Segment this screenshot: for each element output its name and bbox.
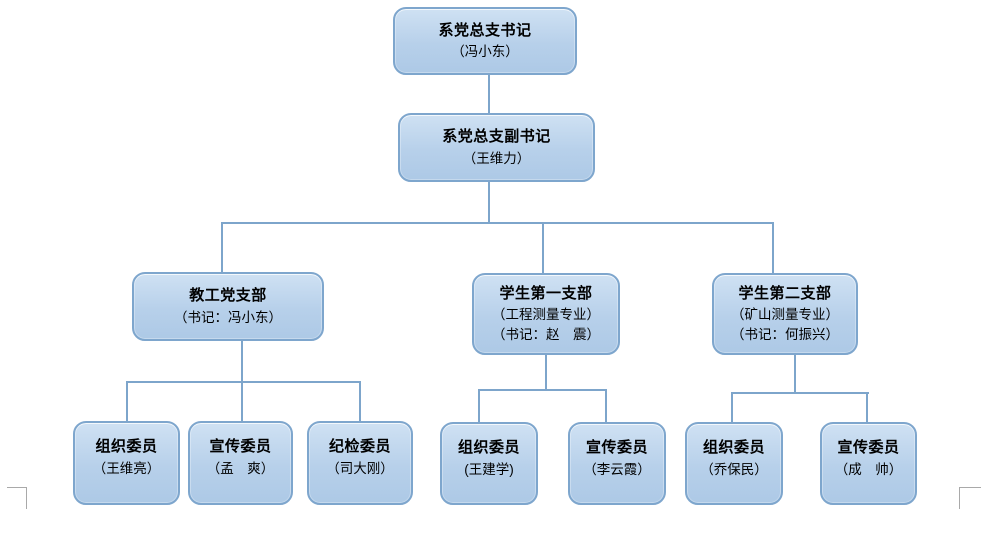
node-subtitle: （成 帅） — [834, 461, 903, 477]
page-corner-mark — [26, 487, 27, 509]
connector-horizontal — [127, 381, 361, 383]
node-subtitle: （书记：赵 震） — [492, 327, 600, 343]
connector-vertical — [866, 392, 868, 423]
org-node-faculty-party-branch[interactable]: 教工党支部 （书记：冯小东） — [132, 272, 324, 341]
org-node-publicity-committee-student1[interactable]: 宣传委员 （李云霞） — [568, 422, 666, 505]
connector-vertical — [488, 75, 490, 113]
org-node-org-committee-faculty[interactable]: 组织委员 （王维亮） — [73, 421, 180, 505]
connector-vertical — [478, 389, 480, 423]
node-title: 宣传委员 — [585, 439, 648, 456]
org-node-student-branch-2[interactable]: 学生第二支部 （矿山测量专业） （书记：何振兴） — [712, 273, 858, 355]
connector-vertical — [126, 381, 128, 422]
node-subtitle: （乔保民） — [700, 461, 768, 477]
node-subtitle: （李云霞） — [583, 461, 651, 477]
node-title: 纪检委员 — [328, 438, 391, 455]
org-node-student-branch-1[interactable]: 学生第一支部 （工程测量专业） （书记：赵 震） — [472, 273, 620, 355]
connector-vertical — [359, 381, 361, 422]
org-node-party-branch-secretary[interactable]: 系党总支书记 （冯小东） — [393, 7, 577, 75]
node-subtitle: （孟 爽） — [206, 460, 275, 476]
node-title: 学生第一支部 — [499, 284, 593, 302]
node-subtitle: （冯小东） — [451, 44, 519, 60]
connector-vertical — [488, 182, 490, 224]
connector-vertical — [731, 392, 733, 423]
node-title: 宣传委员 — [209, 438, 272, 455]
node-title: 学生第二支部 — [738, 284, 832, 302]
node-subtitle: （司大刚） — [326, 460, 394, 476]
connector-vertical — [241, 341, 243, 383]
connector-vertical — [545, 355, 547, 391]
node-subtitle: (王建学) — [464, 461, 514, 477]
org-node-publicity-committee-faculty[interactable]: 宣传委员 （孟 爽） — [188, 421, 293, 505]
org-node-org-committee-student2[interactable]: 组织委员 （乔保民） — [685, 422, 783, 505]
node-title: 宣传委员 — [837, 439, 900, 456]
page-corner-mark — [959, 487, 981, 488]
node-subtitle: （王维亮） — [92, 460, 161, 476]
org-node-party-branch-deputy-secretary[interactable]: 系党总支副书记 （王维力） — [398, 113, 595, 182]
connector-horizontal — [732, 392, 869, 394]
connector-vertical — [794, 355, 796, 394]
node-title: 组织委员 — [702, 439, 765, 456]
node-title: 组织委员 — [95, 438, 158, 455]
org-node-discipline-committee-faculty[interactable]: 纪检委员 （司大刚） — [307, 421, 413, 505]
node-subtitle: （矿山测量专业） — [731, 307, 839, 322]
node-title: 系党总支书记 — [438, 21, 532, 39]
org-node-publicity-committee-student2[interactable]: 宣传委员 （成 帅） — [820, 422, 917, 505]
page-corner-mark — [7, 487, 27, 488]
page-corner-mark — [959, 487, 960, 509]
connector-horizontal — [222, 222, 773, 224]
node-subtitle: （王维力） — [462, 150, 531, 166]
node-subtitle: （工程测量专业） — [492, 307, 600, 322]
connector-vertical — [241, 381, 243, 422]
node-title: 教工党支部 — [189, 287, 267, 305]
node-title: 系党总支副书记 — [442, 128, 551, 146]
connector-vertical — [221, 222, 223, 273]
connector-vertical — [605, 389, 607, 423]
connector-vertical — [542, 222, 544, 274]
connector-horizontal — [479, 389, 607, 391]
node-subtitle: （书记：何振兴） — [731, 327, 839, 343]
connector-vertical — [772, 222, 774, 274]
node-title: 组织委员 — [457, 439, 520, 456]
node-subtitle: （书记：冯小东） — [174, 309, 282, 325]
org-node-org-committee-student1[interactable]: 组织委员 (王建学) — [440, 422, 538, 505]
